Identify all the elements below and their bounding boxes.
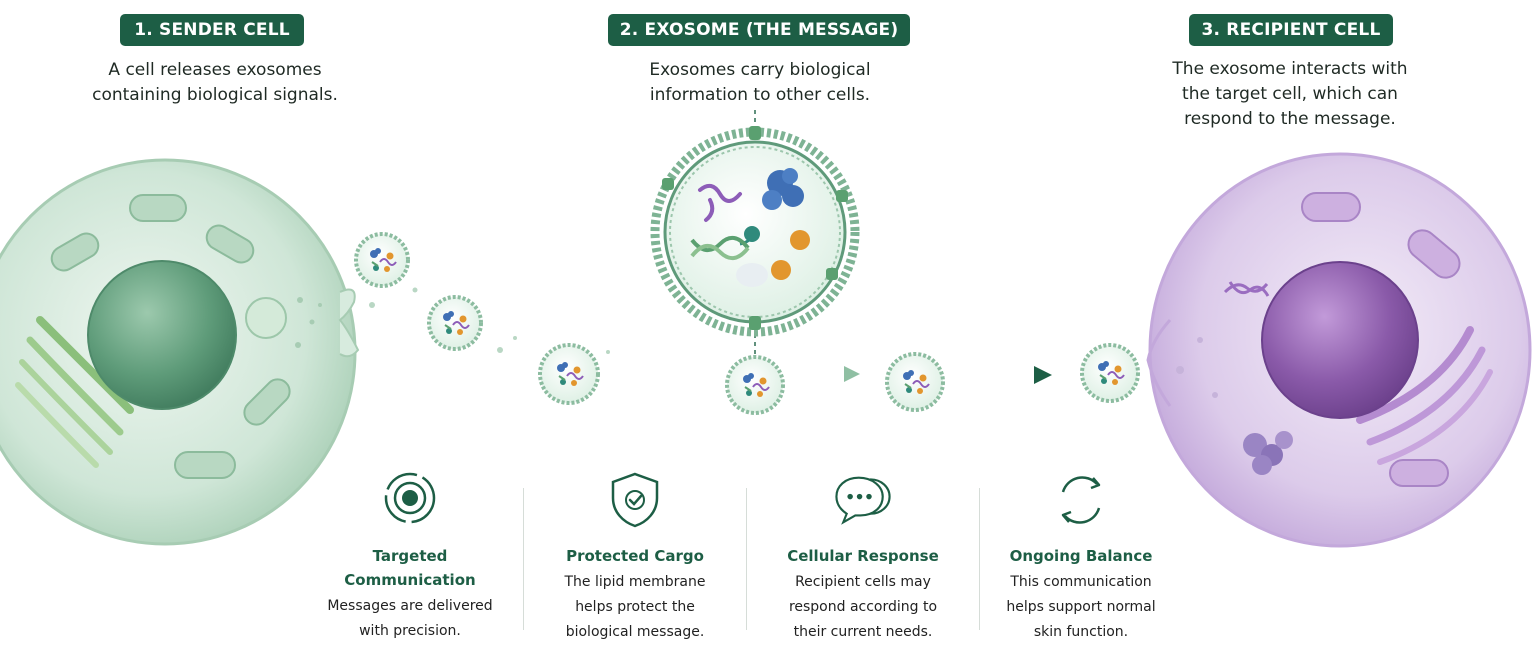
step-2-description: Exosomes carry biological information to… — [600, 58, 920, 108]
benefit-3-description: Recipient cells may respond according to… — [768, 570, 958, 645]
step-2-line-1: Exosomes carry biological — [649, 60, 871, 80]
cycle-arrows-icon — [1061, 476, 1101, 524]
benefit-4-desc-line-2: helps support normal — [1006, 599, 1156, 615]
benefit-4-title-line-1: Ongoing Balance — [1009, 547, 1153, 565]
step-1-line-1: A cell releases exosomes — [108, 60, 322, 80]
benefit-3-title: Cellular Response — [768, 544, 958, 568]
benefit-1-title: Targeted Communication — [315, 544, 505, 592]
benefit-2-desc-line-1: The lipid membrane — [564, 574, 706, 590]
benefit-2-desc-line-2: helps protect the — [575, 599, 695, 615]
step-2-badge: 2. EXOSOME (THE MESSAGE) — [608, 14, 910, 46]
exosome-detail — [650, 110, 860, 355]
benefit-ongoing-balance: Ongoing Balance This communication helps… — [986, 470, 1176, 645]
step-1-badge: 1. SENDER CELL — [120, 14, 304, 46]
benefit-4-title: Ongoing Balance — [986, 544, 1176, 568]
chat-bubbles-icon — [835, 476, 891, 525]
shield-check-icon — [611, 472, 659, 528]
benefit-1-title-line-1: Targeted — [372, 547, 448, 565]
sender-cell — [0, 158, 360, 546]
benefit-4-description: This communication helps support normal … — [986, 570, 1176, 645]
step-3-line-1: The exosome interacts with — [1172, 59, 1408, 79]
divider — [979, 488, 980, 630]
benefit-cellular-response: Cellular Response Recipient cells may re… — [768, 470, 958, 645]
benefit-targeted-communication: Targeted Communication Messages are deli… — [315, 470, 505, 644]
benefit-protected-cargo: Protected Cargo The lipid membrane helps… — [540, 470, 730, 645]
step-2-line-2: information to other cells. — [649, 85, 871, 105]
recipient-cell — [1146, 152, 1532, 548]
step-3-badge: 3. RECIPIENT CELL — [1189, 14, 1393, 46]
released-exosomes — [354, 232, 1140, 415]
benefit-3-desc-line-1: Recipient cells may — [795, 574, 931, 590]
step-3-description: The exosome interacts with the target ce… — [1140, 57, 1440, 132]
benefit-1-description: Messages are delivered with precision. — [315, 594, 505, 644]
divider — [523, 488, 524, 630]
benefit-1-desc-line-1: Messages are delivered — [327, 598, 493, 614]
step-1-line-2: containing biological signals. — [92, 85, 338, 105]
step-3-line-3: respond to the message. — [1184, 109, 1396, 129]
benefit-2-desc-line-3: biological message. — [565, 624, 705, 640]
step-1-description: A cell releases exosomes containing biol… — [60, 58, 370, 108]
benefit-2-description: The lipid membrane helps protect the bio… — [540, 570, 730, 645]
benefit-3-desc-line-3: their current needs. — [793, 624, 933, 640]
benefit-3-desc-line-2: respond according to — [788, 599, 938, 615]
benefit-3-title-line-1: Cellular Response — [787, 547, 939, 565]
benefit-1-desc-line-2: with precision. — [359, 623, 461, 639]
benefit-2-title: Protected Cargo — [540, 544, 730, 568]
benefit-4-desc-line-3: skin function. — [1033, 624, 1129, 640]
divider — [746, 488, 747, 630]
step-3-line-2: the target cell, which can — [1182, 84, 1398, 104]
benefit-1-title-line-2: Communication — [344, 571, 476, 589]
benefit-2-title-line-1: Protected Cargo — [566, 547, 704, 565]
benefit-4-desc-line-1: This communication — [1010, 574, 1152, 590]
target-icon — [384, 472, 436, 524]
